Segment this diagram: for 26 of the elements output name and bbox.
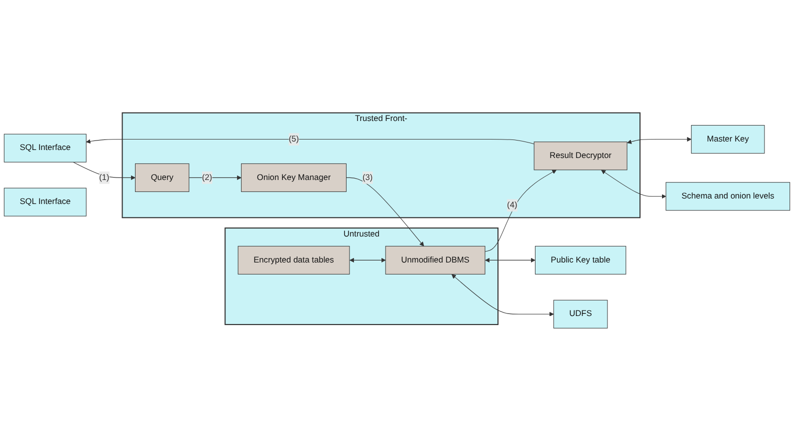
arrow xyxy=(86,139,534,144)
arrow xyxy=(346,177,424,246)
arrow xyxy=(452,274,554,316)
edge-label: (3) xyxy=(362,173,373,182)
node-box: Onion Key Manager xyxy=(241,163,347,192)
node-box: Query xyxy=(135,163,190,192)
edge-label: (4) xyxy=(507,200,518,210)
arrow xyxy=(72,162,136,180)
node-box: SQL Interface xyxy=(4,188,86,216)
node-box: Encrypted data tables xyxy=(238,246,350,274)
arrow xyxy=(188,175,242,180)
edge-label: (5) xyxy=(288,134,299,144)
node-box: Result Decryptor xyxy=(534,142,628,170)
node-box: Unmodified DBMS xyxy=(385,246,486,274)
edge-label: (1) xyxy=(99,173,110,182)
node-box: Master Key xyxy=(691,125,765,154)
arrow xyxy=(627,137,692,144)
node-box: Public Key table xyxy=(534,246,626,274)
arrow xyxy=(350,258,386,262)
node-box: Schema and onion levels xyxy=(666,182,790,211)
node-box: SQL Interface xyxy=(4,134,86,162)
node-box: UDFS xyxy=(553,300,608,328)
edge-label: (2) xyxy=(202,173,212,182)
arrow xyxy=(601,170,666,199)
arrow xyxy=(485,258,536,262)
arrow xyxy=(484,170,557,252)
